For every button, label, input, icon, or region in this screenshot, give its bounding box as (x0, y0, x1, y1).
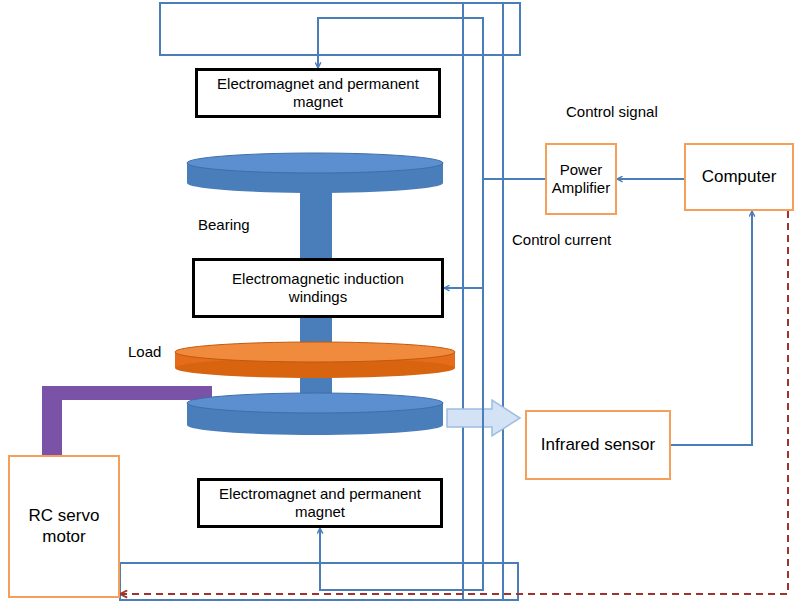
signal-label: Control current (512, 231, 611, 248)
sensor-box: Infrared sensor (525, 410, 671, 480)
lower-disk (187, 393, 443, 435)
disk-bottom (187, 415, 443, 435)
electromagnet-box: Electromagnet and permanent magnet (197, 478, 443, 528)
node-text: Power Amplifier (552, 161, 610, 197)
electromagnet-box: Electromagnet and permanent magnet (195, 68, 441, 118)
part-label: Load (128, 343, 161, 360)
signal-label: Control signal (566, 103, 658, 120)
servo-command-line (120, 211, 788, 594)
node-text: Electromagnet and permanent magnet (208, 485, 432, 521)
edges (120, 18, 788, 594)
frame-rail (502, 3, 504, 600)
servo-box: RC servo motor (8, 455, 120, 598)
windings-box: Electromagnetic induction windings (192, 258, 444, 318)
node-text: RC servo motor (15, 506, 113, 547)
frame (120, 3, 520, 600)
disk-top (187, 393, 443, 413)
computer-box: Computer (684, 143, 794, 211)
amplifier-box: Power Amplifier (545, 143, 617, 215)
node-text: Infrared sensor (541, 435, 655, 455)
signal-arrow (617, 178, 684, 180)
node-text: Computer (702, 167, 777, 187)
load-disk (175, 342, 455, 378)
part-label: Bearing (198, 216, 250, 233)
disk-top (187, 153, 443, 173)
current-wire (320, 179, 545, 590)
upper-disk (187, 153, 443, 193)
sensor-signal-arrow (671, 211, 752, 445)
node-text: Electromagnet and permanent magnet (206, 75, 430, 111)
top-frame (160, 3, 520, 55)
frame-rail (462, 3, 464, 600)
disk-bottom (187, 173, 443, 193)
arm-bar (42, 386, 212, 400)
load-top (175, 342, 455, 362)
node-text: Electromagnetic induction windings (203, 270, 433, 306)
servo-arm (42, 386, 212, 456)
